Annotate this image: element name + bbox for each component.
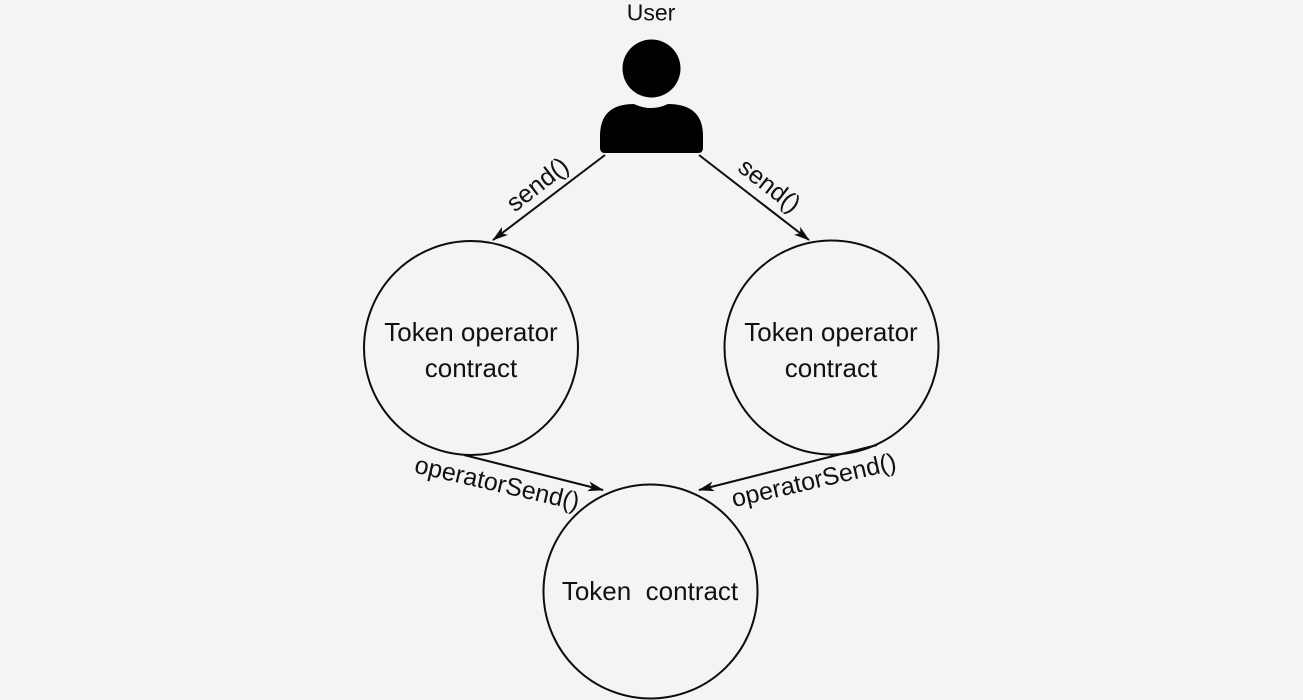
user-node-label: User: [626, 0, 676, 26]
user-icon-head: [622, 39, 681, 98]
node-token-operator-right: [723, 239, 940, 456]
node-token-operator-left: [363, 240, 579, 456]
user-icon-body: [600, 104, 703, 153]
node-token-contract: [542, 483, 759, 700]
edge-user-to-right-operator: [698, 154, 810, 241]
node-label-line1: Token operator: [744, 317, 918, 347]
node-label-line2: contract: [784, 353, 878, 383]
node-label-token-operator-right: Token operator contract: [744, 314, 917, 386]
user-icon: [600, 39, 703, 153]
node-label-token-operator-left: Token operator contract: [384, 314, 557, 386]
node-label-line2: contract: [424, 353, 518, 383]
node-label-token-contract: Token contract: [561, 576, 739, 606]
edge-left-operator-to-token: [463, 454, 604, 492]
edge-user-to-left-operator: [492, 154, 606, 241]
node-label-line1: Token operator: [384, 317, 558, 347]
